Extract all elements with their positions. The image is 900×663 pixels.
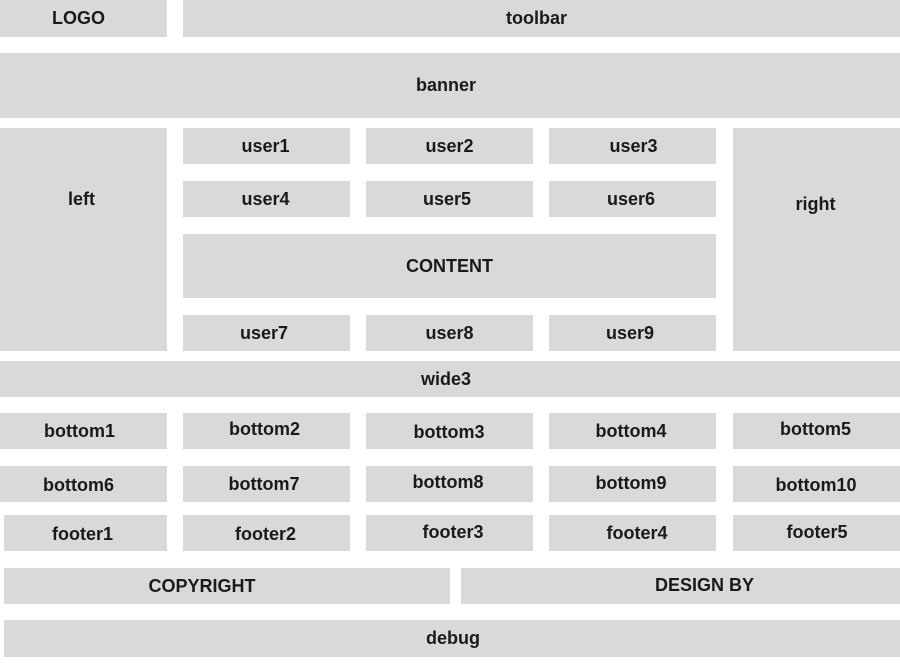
banner-block: banner	[0, 53, 900, 118]
user9-block: user9	[549, 315, 716, 351]
user1-block: user1	[183, 128, 350, 164]
bottom8-block: bottom8	[366, 466, 533, 502]
copyright-label: COPYRIGHT	[148, 575, 256, 596]
footer3-block: footer3	[366, 515, 533, 551]
user6-label: user6	[606, 188, 656, 209]
left-block: left	[0, 128, 167, 351]
logo-label: LOGO	[52, 8, 105, 28]
user8-label: user8	[425, 322, 474, 343]
bottom8-label: bottom8	[412, 472, 484, 492]
user4-block: user4	[183, 181, 350, 217]
footer5-block: footer5	[733, 515, 900, 551]
bottom7-label: bottom7	[228, 474, 300, 494]
toolbar-label: toolbar	[506, 8, 567, 28]
copyright-block: COPYRIGHT	[4, 568, 450, 604]
footer1-block: footer1	[4, 515, 167, 551]
footer4-block: footer4	[549, 515, 716, 551]
debug-label: debug	[426, 628, 480, 648]
bottom5-label: bottom5	[780, 419, 851, 439]
user2-block: user2	[366, 128, 533, 164]
user3-label: user3	[609, 135, 658, 156]
toolbar-block: toolbar	[183, 0, 900, 37]
bottom7-block: bottom7	[183, 466, 350, 502]
footer4-label: footer4	[606, 523, 668, 543]
bottom6-block: bottom6	[0, 466, 167, 502]
bottom1-block: bottom1	[0, 413, 167, 449]
bottom9-block: bottom9	[549, 466, 716, 502]
bottom6-label: bottom6	[43, 475, 114, 495]
right-block: right	[733, 128, 900, 351]
wide3-block: wide3	[0, 361, 900, 397]
footer2-block: footer2	[183, 515, 350, 551]
user2-label: user2	[425, 135, 474, 156]
footer2-label: footer2	[234, 523, 296, 544]
banner-label: banner	[415, 75, 476, 95]
design-by-label: DESIGN BY	[654, 574, 755, 595]
bottom5-block: bottom5	[733, 413, 900, 449]
footer1-label: footer1	[51, 523, 113, 544]
bottom9-label: bottom9	[595, 472, 667, 493]
user3-block: user3	[549, 128, 716, 164]
user6-block: user6	[549, 181, 716, 217]
debug-block: debug	[4, 620, 900, 657]
user5-label: user5	[422, 188, 472, 209]
user7-label: user7	[239, 322, 289, 343]
user1-label: user1	[241, 135, 290, 156]
bottom10-block: bottom10	[733, 466, 900, 502]
content-label: CONTENT	[406, 255, 493, 276]
left-label: left	[68, 189, 95, 209]
wide3-label: wide3	[420, 368, 472, 389]
user5-block: user5	[366, 181, 533, 217]
design-by-block: DESIGN BY	[461, 568, 900, 604]
content-block: CONTENT	[183, 234, 716, 298]
bottom3-label: bottom3	[413, 422, 485, 442]
bottom2-block: bottom2	[183, 413, 350, 449]
user9-label: user9	[605, 322, 655, 343]
bottom2-label: bottom2	[229, 419, 300, 439]
footer5-label: footer5	[786, 522, 848, 542]
user8-block: user8	[366, 315, 533, 351]
logo-block: LOGO	[0, 0, 167, 37]
footer3-label: footer3	[422, 522, 484, 542]
bottom10-label: bottom10	[775, 474, 857, 495]
bottom4-block: bottom4	[549, 413, 716, 449]
bottom1-label: bottom1	[44, 420, 115, 441]
user4-label: user4	[241, 188, 290, 209]
bottom4-label: bottom4	[595, 420, 667, 441]
user7-block: user7	[183, 315, 350, 351]
bottom3-block: bottom3	[366, 413, 533, 449]
right-label: right	[795, 194, 836, 214]
